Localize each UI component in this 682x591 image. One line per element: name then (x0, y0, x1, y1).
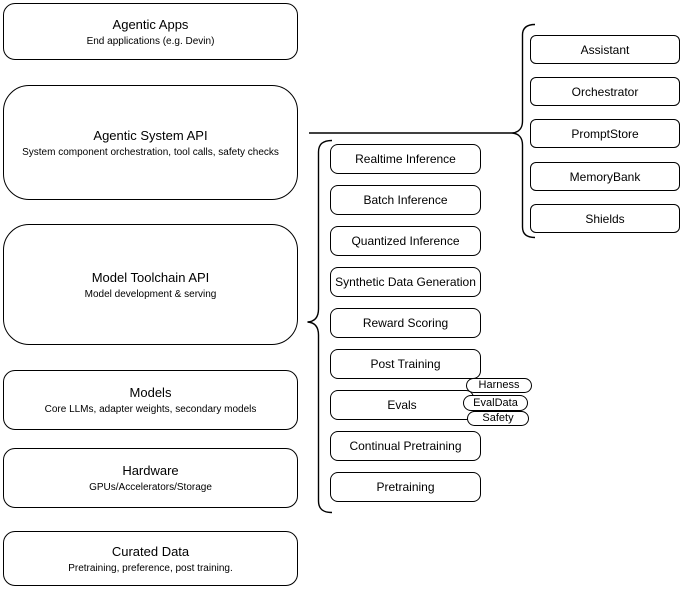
pill-evaldata: EvalData (463, 395, 528, 411)
toolchain-brace (307, 139, 333, 514)
box-reward-scoring: Reward Scoring (330, 308, 481, 338)
box-subtitle: GPUs/Accelerators/Storage (89, 482, 212, 493)
box-pretraining: Pretraining (330, 472, 481, 502)
box-title: Models (129, 385, 172, 400)
box-subtitle: Pretraining, preference, post training. (68, 562, 233, 574)
box-hardware: Hardware GPUs/Accelerators/Storage (3, 448, 298, 508)
box-subtitle: System component orchestration, tool cal… (22, 146, 279, 158)
box-title: Agentic System API (93, 127, 208, 143)
box-agentic-system-api: Agentic System API System component orch… (3, 85, 298, 200)
box-subtitle: End applications (e.g. Devin) (86, 35, 215, 47)
box-model-toolchain-api: Model Toolchain API Model development & … (3, 224, 298, 345)
box-synthetic-data-generation: Synthetic Data Generation (330, 267, 481, 297)
box-assistant: Assistant (530, 35, 680, 64)
box-shields: Shields (530, 204, 680, 233)
box-quantized-inference: Quantized Inference (330, 226, 481, 256)
box-title: Curated Data (111, 543, 190, 559)
box-subtitle: Model development & serving (84, 288, 217, 300)
box-memorybank: MemoryBank (530, 162, 680, 191)
box-agentic-apps: Agentic Apps End applications (e.g. Devi… (3, 3, 298, 60)
box-subtitle: Core LLMs, adapter weights, secondary mo… (44, 404, 257, 415)
box-models: Models Core LLMs, adapter weights, secon… (3, 370, 298, 430)
box-batch-inference: Batch Inference (330, 185, 481, 215)
box-post-training: Post Training (330, 349, 481, 379)
box-promptstore: PromptStore (530, 119, 680, 148)
box-title: Hardware (122, 463, 179, 478)
pill-harness: Harness (466, 378, 532, 393)
box-orchestrator: Orchestrator (530, 77, 680, 106)
box-evals: Evals (330, 390, 474, 420)
box-title: Model Toolchain API (91, 269, 210, 285)
box-title: Agentic Apps (112, 16, 189, 32)
box-realtime-inference: Realtime Inference (330, 144, 481, 174)
pill-safety: Safety (467, 411, 529, 426)
box-curated-data: Curated Data Pretraining, preference, po… (3, 531, 298, 586)
box-continual-pretraining: Continual Pretraining (330, 431, 481, 461)
